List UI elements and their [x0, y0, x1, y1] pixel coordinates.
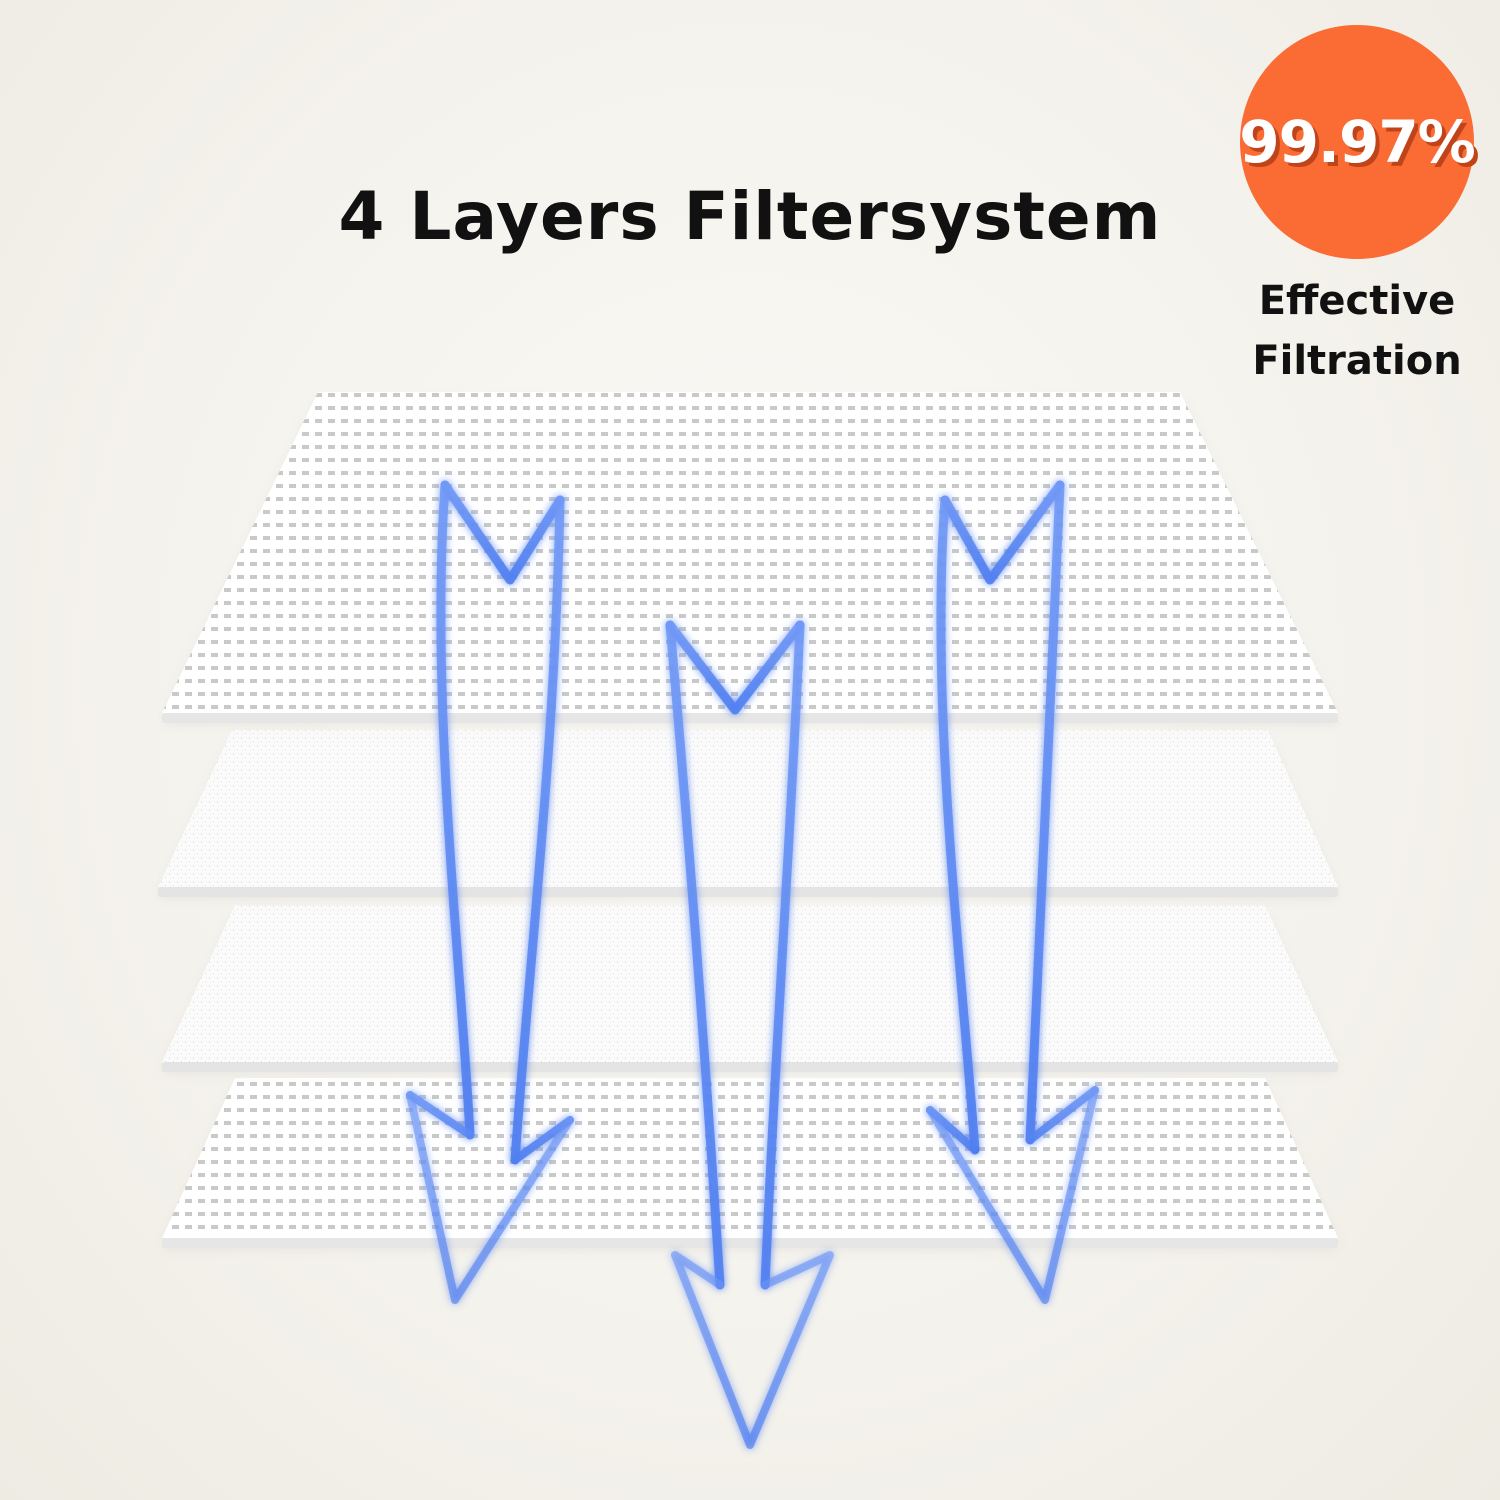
airflow-arrow-right	[926, 480, 1099, 1304]
airflow-arrow-left	[406, 480, 574, 1304]
airflow-arrows	[406, 480, 1099, 1449]
efficiency-value: 99.97%	[1239, 108, 1476, 176]
filter-layer-1	[162, 392, 1338, 723]
airflow-arrow-center	[665, 620, 834, 1449]
filter-layer-2	[158, 730, 1338, 897]
badge-caption-line2: Filtration	[1252, 338, 1462, 384]
filter-layer-4	[162, 1078, 1338, 1248]
filter-layer-3	[162, 905, 1338, 1072]
badge-caption-line1: Effective	[1258, 278, 1456, 324]
efficiency-badge: 99.97%	[1239, 25, 1476, 259]
page-title: 4 Layers Filtersystem	[338, 178, 1162, 255]
